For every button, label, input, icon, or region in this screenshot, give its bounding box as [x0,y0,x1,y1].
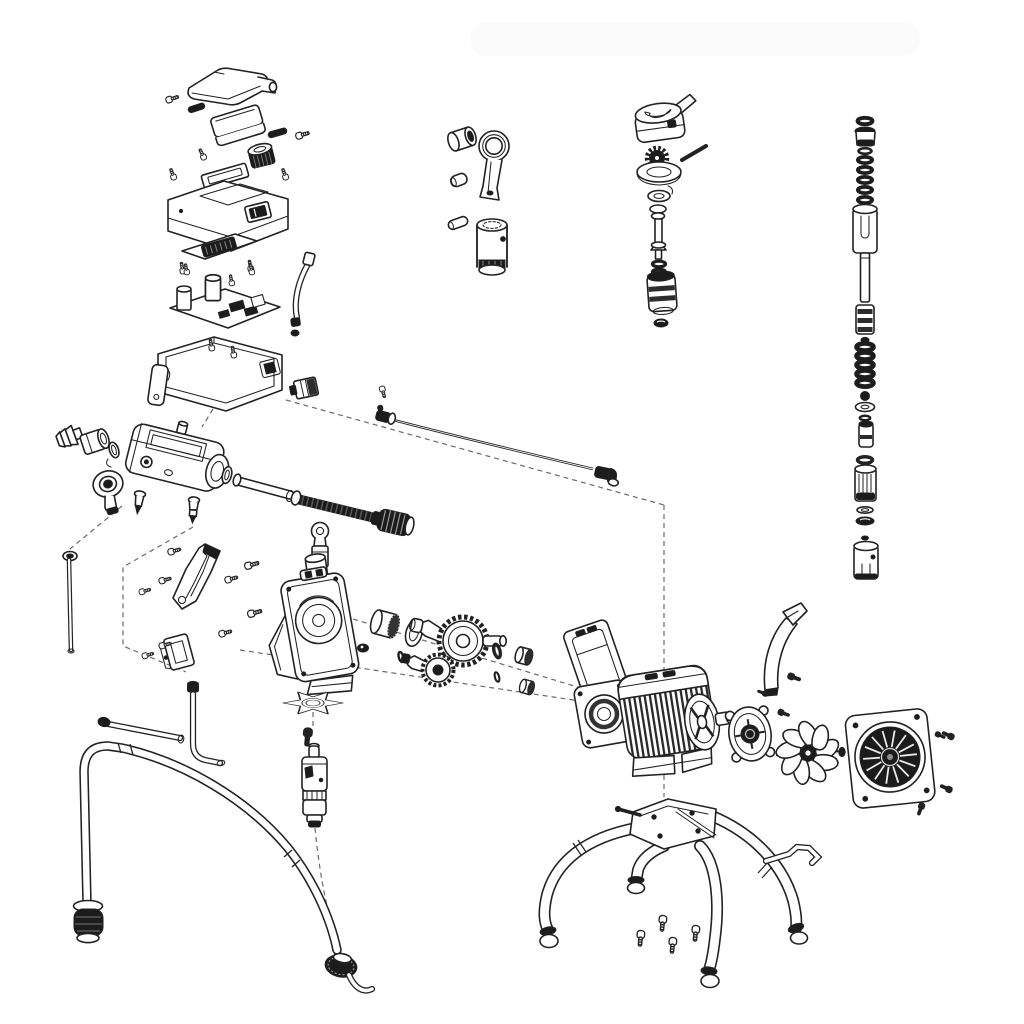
return-tube [97,716,185,744]
bracket-region [62,543,264,671]
intake-valve-column [853,343,879,580]
fan-shroud [844,708,936,809]
pressure-knob [247,142,276,169]
roll-pin [680,144,708,162]
pump-piston [301,742,328,828]
swivel-nut [79,428,110,455]
cover-screws [164,93,311,182]
base-gasket [178,233,258,275]
dowel-pin [447,215,469,231]
pinion-gear [400,652,456,688]
cooling-fan [774,719,845,787]
flexible-hose [290,490,376,522]
piston-rod-upper [859,252,871,303]
piston-packing-column [852,115,878,344]
lock-nut [357,643,369,653]
connecting-rod-parts [447,126,510,276]
fan-nut [838,746,846,758]
control-box-base [147,336,283,412]
drive-housing [268,566,360,696]
star-washer [282,691,344,715]
drain-valves [133,490,201,525]
ball-bearings [514,646,535,696]
faint-band [470,22,920,56]
cylinder-sleeve [476,218,508,276]
packing-nut [854,126,876,147]
hitch-pin [614,805,642,817]
fan-group [774,708,956,817]
mounting-bracket [172,543,221,610]
valve-washer [647,189,671,203]
valve-base-dome [636,161,682,186]
ball-seat [854,401,876,413]
bearing-flange [724,705,776,763]
alignment-dash-lines [69,399,665,963]
suction-stub-tube [232,473,295,503]
stand-legs [538,810,809,989]
retaining-clip [667,185,674,195]
display-module [210,104,266,147]
foot-valve-cup [853,540,879,580]
power-cord [290,251,316,337]
guide-tube [62,550,78,654]
outlet-valve-piece [858,420,874,448]
piston-valve-housing [852,203,878,254]
support-hook [762,843,823,867]
manifold-end-oring [221,465,233,485]
drain-tube [187,680,226,767]
check-ball [860,391,870,401]
motor-assembly [563,602,808,778]
prime-valve-body [646,270,678,316]
power-switch [244,200,272,224]
inlet-strainer [72,899,104,944]
prime-valve-assembly [634,93,708,328]
ball-end-rod [310,521,330,573]
connector-block [288,376,320,400]
stand-assembly [538,798,823,989]
retaining-clip [106,458,112,468]
rod-bushing [447,126,477,152]
intake-cylinder [854,464,877,502]
valve-cap [653,318,669,328]
stand-bolts [635,914,701,955]
sensor-cable [375,384,620,487]
seat-cap [855,516,875,526]
top-cover [187,67,278,106]
suction-hose-nut [324,952,376,994]
suction-hose [79,741,342,955]
hose-coupler [370,508,415,537]
circuit-board [169,262,281,329]
clip-plate [159,633,195,671]
needle-bearing [369,609,400,639]
manifold-assembly [55,420,415,573]
connecting-rod [478,130,510,201]
stand-mounting-plate [629,798,717,850]
pail-hook [763,602,808,697]
crank-gear [408,614,507,668]
valve-stem [650,218,667,260]
outlet-elbow [92,470,124,516]
suction-group [72,680,376,994]
prime-valve-knob [634,93,697,144]
manifold-o-ring [108,441,120,459]
grooved-retainer [855,304,875,335]
pump-manifold [124,420,230,492]
control-box-assembly [147,67,320,412]
drive-train [268,553,535,828]
wrist-pin [449,172,468,188]
